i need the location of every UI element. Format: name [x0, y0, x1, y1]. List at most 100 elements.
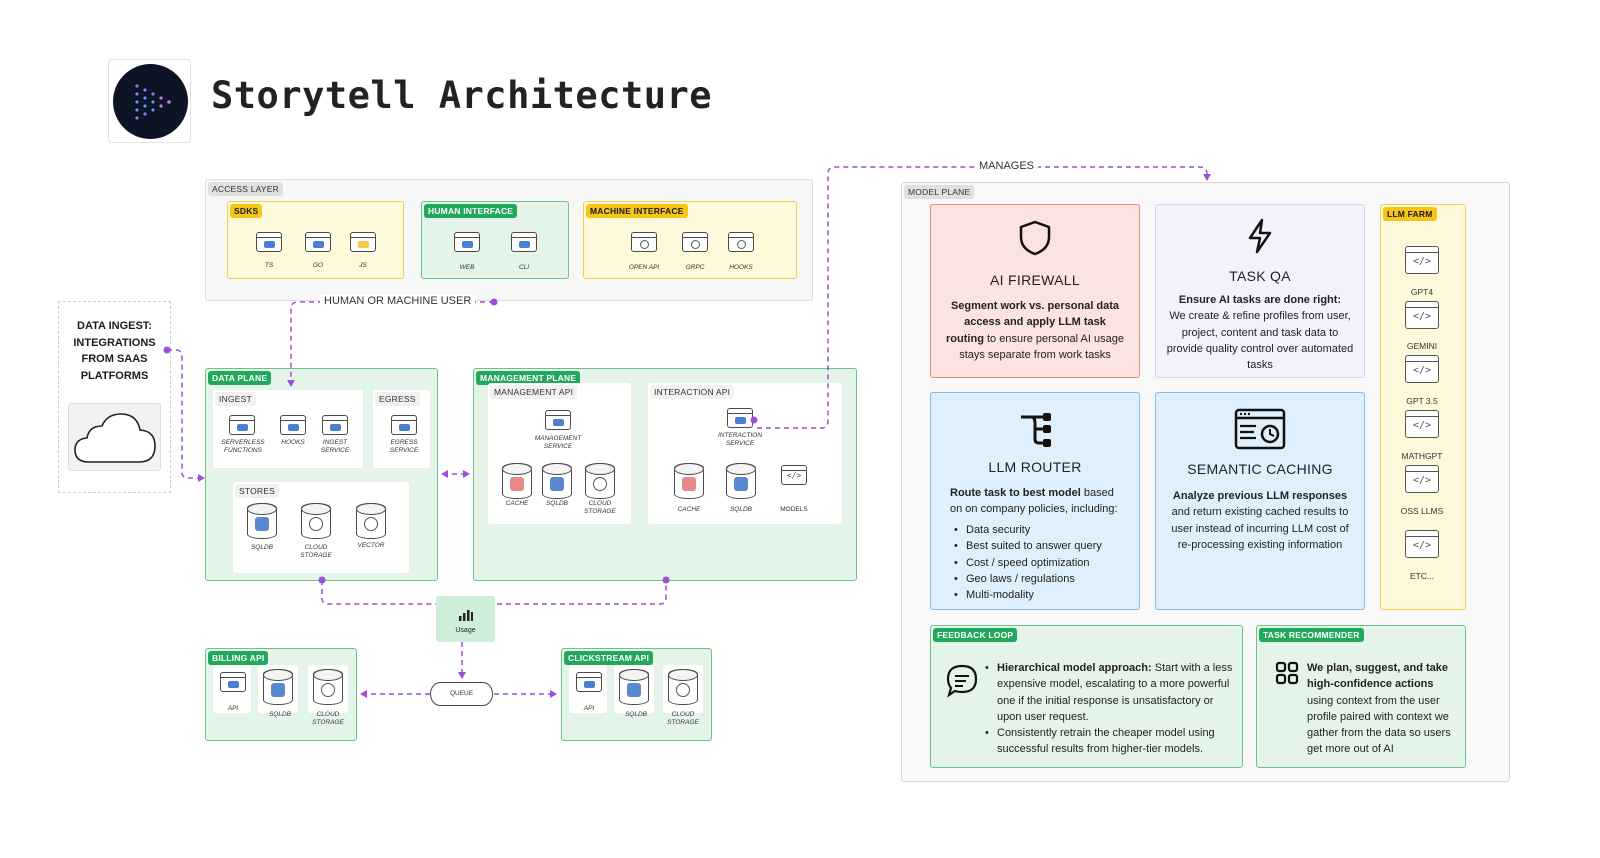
serverless-functions-icon[interactable] [229, 415, 255, 435]
management-api-box: MANAGEMENT API [488, 383, 631, 524]
router-bullet: Multi-modality [954, 587, 1102, 604]
task-recommender-text: We plan, suggest, and take high-confiden… [1307, 662, 1451, 756]
cloud-icon [68, 403, 161, 471]
dataplane-vector-icon[interactable] [356, 503, 386, 539]
billing-api-icon[interactable] [220, 672, 246, 692]
logo-disc-icon [113, 64, 188, 139]
management-plane-tag: MANAGEMENT PLANE [476, 371, 581, 385]
etc-code-icon[interactable]: </> [1405, 530, 1439, 558]
feedback-bullet-1: Hierarchical model approach: Start with … [985, 660, 1233, 725]
model-label-mathgpt: MATHGPT [1401, 451, 1443, 461]
model-plane-tag: MODEL PLANE [904, 185, 975, 199]
page-title: Storytell Architecture [211, 74, 713, 117]
ai-firewall-card: AI FIREWALL Segment work vs. personal da… [930, 204, 1140, 378]
cli-interface-icon[interactable] [511, 232, 537, 252]
machine-interface-tag: MACHINE INTERFACE [586, 204, 688, 218]
usage-label: Usage [455, 627, 476, 634]
router-bullet: Cost / speed optimization [954, 555, 1102, 572]
model-label-oss: OSS LLMS [1400, 506, 1444, 516]
js-sdk-icon[interactable] [350, 232, 376, 252]
gpt4-code-icon[interactable]: </> [1405, 246, 1439, 274]
task-qa-card: TASK QA Ensure AI tasks are done right:W… [1155, 204, 1365, 378]
mgmt-cache-icon[interactable] [502, 463, 532, 499]
router-tree-icon [1021, 413, 1051, 447]
ai-firewall-text: to ensure personal AI usage stays separa… [959, 332, 1124, 361]
router-bullet: Geo laws / regulations [954, 571, 1102, 588]
llm-router-text: based on on company policies, including: [950, 487, 1118, 516]
interaction-api-box: INTERACTION API [648, 383, 842, 524]
model-label-gemini: GEMINI [1406, 341, 1438, 351]
dataplane-cloud-storage-icon[interactable] [301, 503, 331, 539]
storytell-logo [108, 59, 191, 143]
data-plane-tag: DATA PLANE [208, 371, 272, 385]
llm-router-bold: Route task to best model [950, 487, 1081, 499]
interaction-api-tag: INTERACTION API [650, 385, 735, 399]
router-bullet: Data security [954, 522, 1102, 539]
human-interface-box: HUMAN INTERFACE [421, 201, 569, 279]
egress-tag: EGRESS [375, 392, 420, 406]
hooks-icon[interactable] [728, 232, 754, 252]
grpc-icon[interactable] [682, 232, 708, 252]
task-recommender-box: TASK RECOMMENDER [1256, 625, 1466, 768]
feedback-loop-list: Hierarchical model approach: Start with … [985, 660, 1233, 758]
interaction-service-icon[interactable] [727, 408, 753, 428]
llm-router-card: LLM ROUTER Route task to best model base… [930, 392, 1140, 610]
management-service-icon[interactable] [545, 410, 571, 430]
access-layer-tag: ACCESS LAYER [208, 182, 283, 196]
model-label-gpt35: GPT 3.5 [1406, 396, 1438, 406]
mgmt-usage-connector [497, 580, 667, 605]
billing-cloud-storage-icon[interactable] [313, 669, 343, 705]
feedback-chat-icon [946, 664, 978, 698]
go-sdk-icon[interactable] [305, 232, 331, 252]
task-recommender-tag: TASK RECOMMENDER [1259, 628, 1364, 642]
clickstream-cloud-storage-icon[interactable] [668, 669, 698, 705]
interaction-cache-icon[interactable] [674, 463, 704, 499]
semantic-caching-bold: Analyze previous LLM responses [1172, 490, 1348, 502]
manages-connector-right [1036, 166, 1208, 180]
human-interface-tag: HUMAN INTERFACE [424, 204, 518, 218]
ingest-service-icon[interactable] [322, 415, 348, 435]
task-qa-bold: Ensure AI tasks are done right: [1178, 294, 1342, 306]
usage-box: Usage [436, 596, 495, 642]
semantic-caching-title: SEMANTIC CACHING [1187, 461, 1333, 477]
open-api-icon[interactable] [631, 232, 657, 252]
ingest-connector [167, 349, 202, 479]
queue-cylinder: QUEUE [430, 682, 493, 706]
clickstream-sqldb-icon[interactable] [619, 669, 649, 705]
mgmt-cloud-storage-icon[interactable] [585, 463, 615, 499]
stores-tag: STORES [235, 484, 279, 498]
model-label-etc: ETC... [1409, 571, 1435, 581]
billing-api-tag: BILLING API [208, 651, 269, 665]
logo-triangle-icon [135, 84, 171, 120]
semantic-caching-text: and return existing cached results to us… [1171, 506, 1349, 551]
sdks-tag: SDKS [230, 204, 263, 218]
clickstream-api-icon[interactable] [576, 672, 602, 692]
dataplane-sqldb-icon[interactable] [247, 503, 277, 539]
ai-firewall-title: AI FIREWALL [990, 272, 1080, 288]
grid-icon [1275, 661, 1299, 685]
queue-label: QUEUE [449, 690, 474, 697]
gemini-code-icon[interactable]: </> [1405, 301, 1439, 329]
egress-service-icon[interactable] [391, 415, 417, 435]
ingest-hooks-icon[interactable] [280, 415, 306, 435]
ts-sdk-icon[interactable] [256, 232, 282, 252]
llm-router-title: LLM ROUTER [988, 459, 1082, 475]
oss-llms-code-icon[interactable]: </> [1405, 465, 1439, 493]
feedback-bullet-2: Consistently retrain the cheaper model u… [985, 725, 1233, 758]
llm-farm-tag: LLM FARM [1383, 207, 1437, 221]
task-qa-title: TASK QA [1229, 268, 1291, 284]
router-bullet: Best suited to answer query [954, 538, 1102, 555]
management-api-tag: MANAGEMENT API [490, 385, 578, 399]
models-code-icon[interactable]: </> [781, 465, 807, 485]
interaction-sqldb-icon[interactable] [726, 463, 756, 499]
shield-icon [1019, 220, 1051, 256]
gpt35-code-icon[interactable]: </> [1405, 355, 1439, 383]
clickstream-api-tag: CLICKSTREAM API [564, 651, 654, 665]
llm-router-bullets: Data security Best suited to answer quer… [954, 522, 1102, 604]
mgmt-sqldb-icon[interactable] [542, 463, 572, 499]
billing-sqldb-icon[interactable] [263, 669, 293, 705]
mathgpt-code-icon[interactable]: </> [1405, 410, 1439, 438]
semantic-caching-card: SEMANTIC CACHING Analyze previous LLM re… [1155, 392, 1365, 610]
web-interface-icon[interactable] [454, 232, 480, 252]
model-label-gpt4: GPT4 [1410, 287, 1434, 297]
